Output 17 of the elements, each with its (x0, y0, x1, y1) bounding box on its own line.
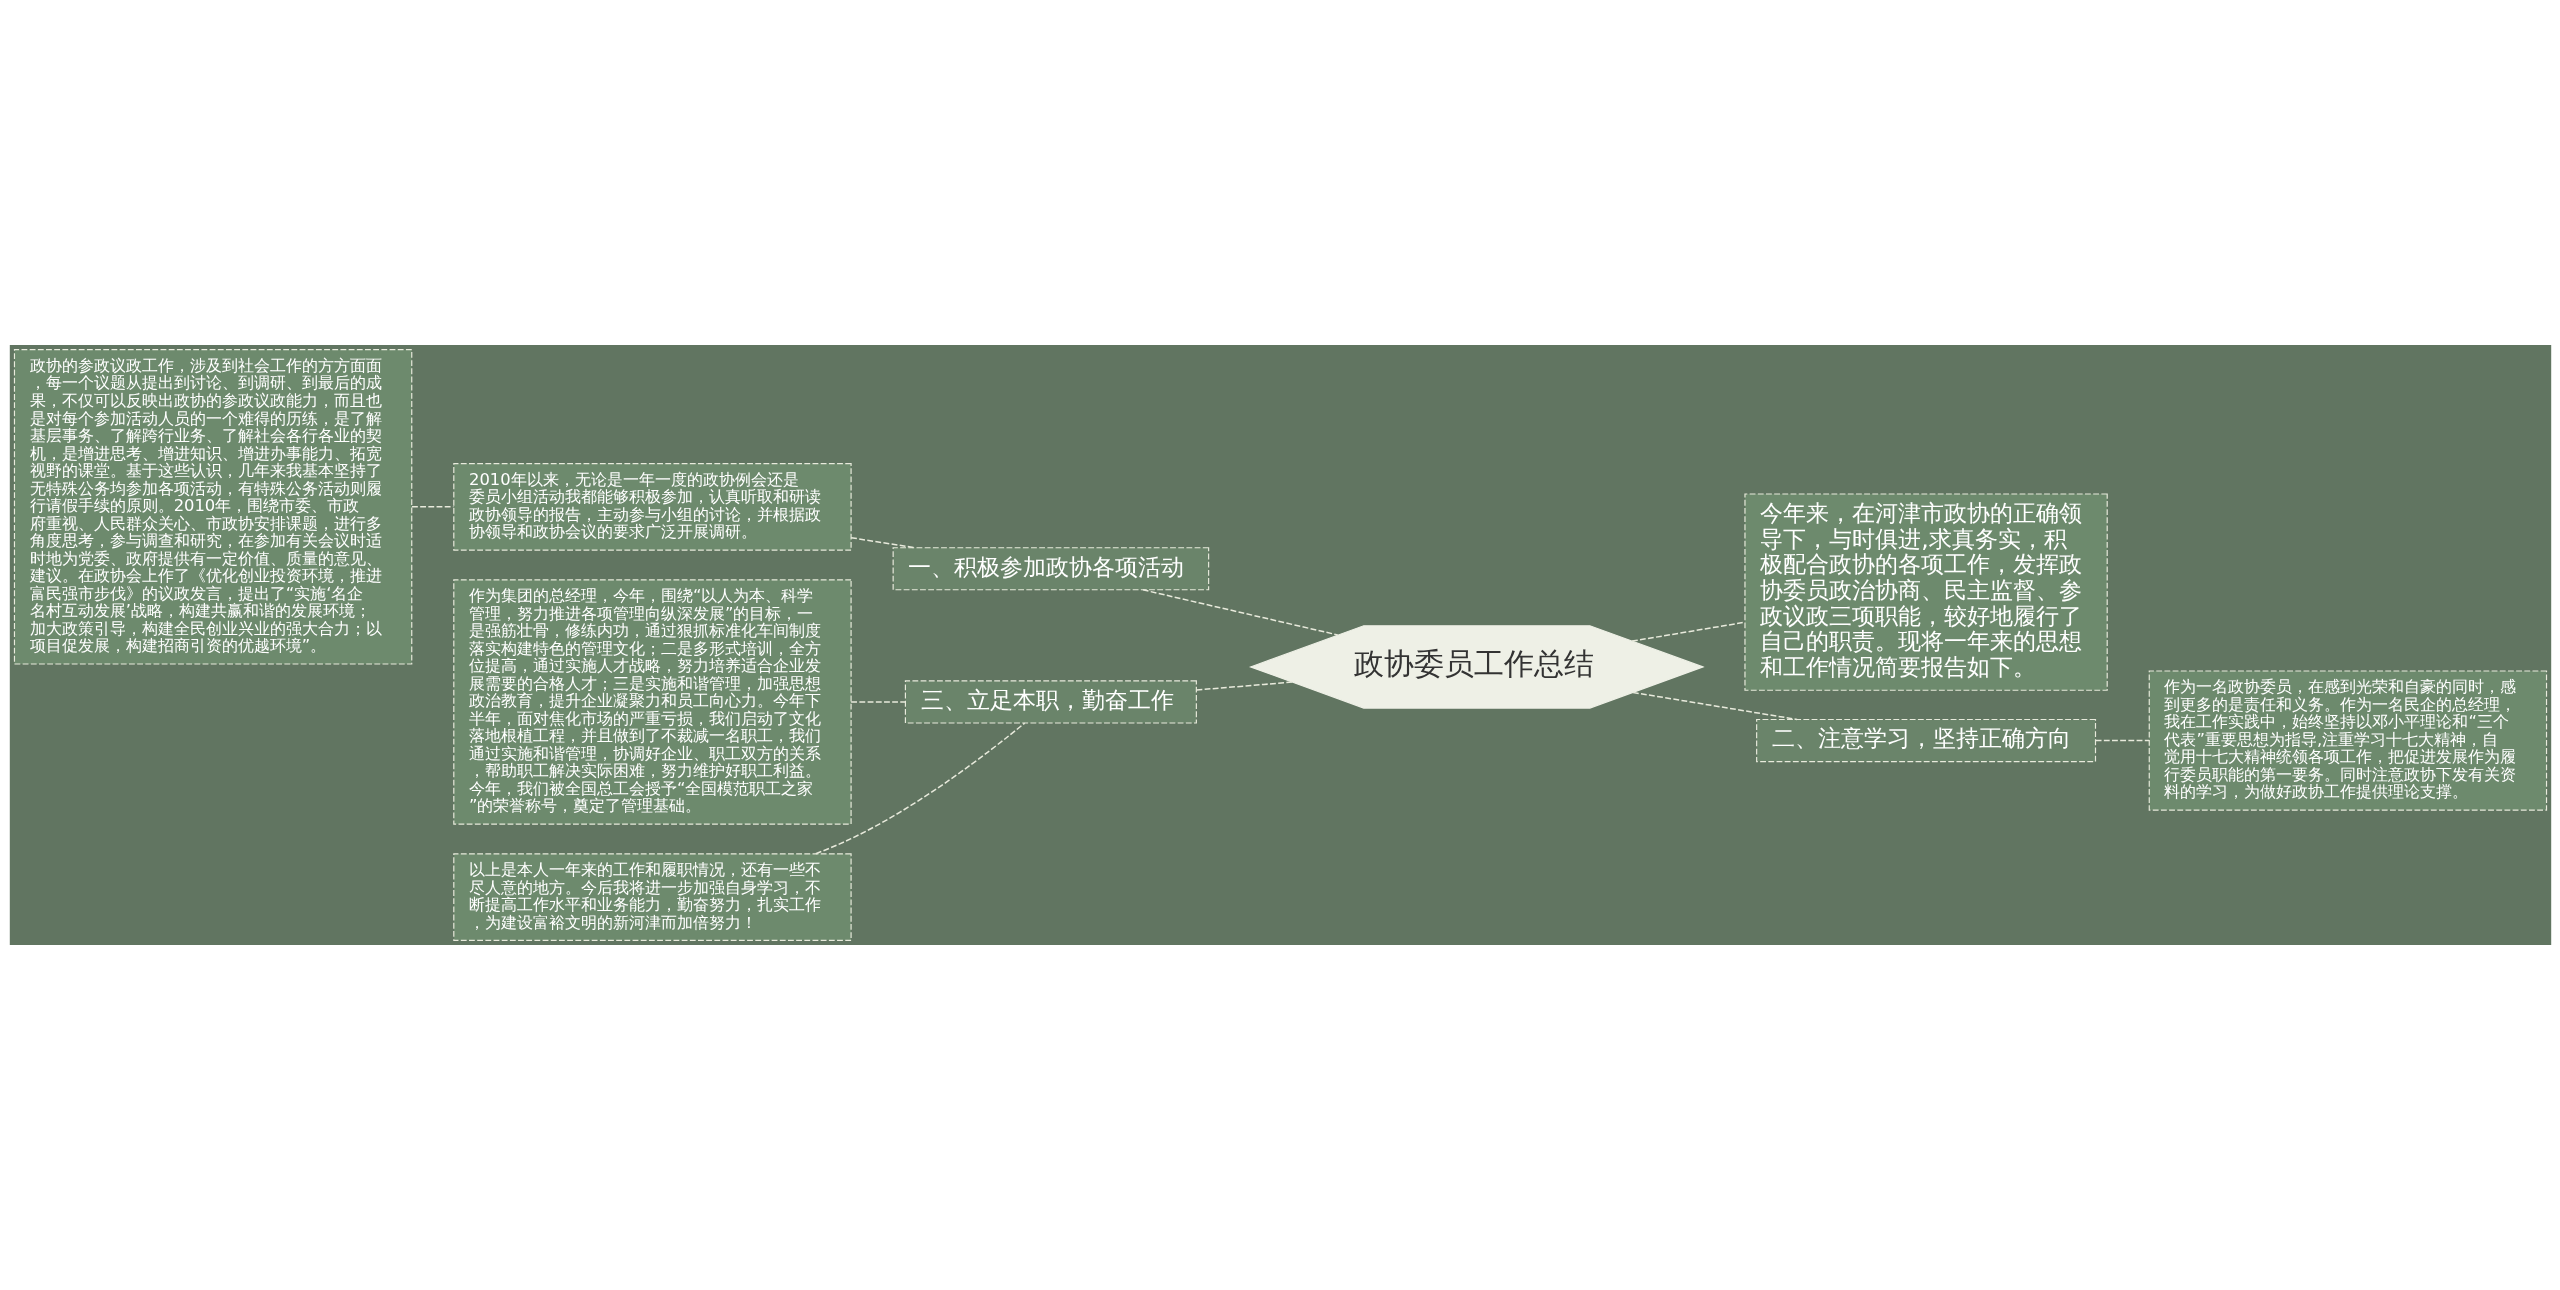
node-box: 作为一名政协委员，在感到光荣和自豪的同时，感到更多的是责任和义务。作为一名民企的总经理，我在工作实践中，始终坚持以邓小平理论和“三个代表”重要思想为指导,注重学习十七大精神，自觉用十七大精神统领各项工作，把促进发展作为履行委员职能的第一要务。同时注意政协下发有关资料的学习，为做好政协工作提供理论支撑。 (2148, 670, 2547, 811)
node-box: 今年来，在河津市政协的正确领导下，与时俱进,求真务实，积极配合政协的各项工作，发挥政协委员政治协商、民主监督、参政议政三项职能，较好地履行了自己的职责。现将一年来的思想和工作情况简要报告如下。 (1743, 493, 2108, 691)
node-box: 以上是本人一年来的工作和履职情况，还有一些不尽人意的地方。今后我将进一步加强自身学习，不断提高工作水平和业务能力，勤奋努力，扎实工作，为建设富裕文明的新河津而加倍努力！ (452, 853, 852, 941)
connector (849, 701, 906, 703)
node-box: 作为集团的总经理，今年，围绕“以人为本、科学管理，努力推进各项管理向纵深发展”的目标，一是强筋壮骨，修练内功，通过狠抓标准化车间制度落实构建特色的管理文化；二是多形式培训，全方位提高，通过实施人才战略，努力培养适合企业发展需要的合格人才；三是实施和谐管理，加强思想政治教育，提升企业凝聚力和员工向心力。今年下半年，面对焦化市场的严重亏损，我们启动了文化落地根植工程，并且做到了不裁减一名职工，我们通过实施和谐管理，协调好企业、职工双方的关系，帮助职工解决实际困难，努力维护好职工利益。今年，我们被全国总工会授予“全国模范职工之家”的荣誉称号，奠定了管理基础。 (452, 579, 852, 825)
connector (410, 506, 454, 508)
node-box: 一、积极参加政协各项活动 (892, 547, 1209, 591)
connector (2094, 739, 2150, 742)
connector (1195, 681, 1293, 691)
node-box: 2010年以来，无论是一年一度的政协例会还是委员小组活动我都能够积极参加，认真听取和研读政协领导的报告，主动参与小组的讨论，并根据政协领导和政协会议的要求广泛开展调研。 (452, 463, 852, 551)
node-box: 政协的参政议政工作，涉及到社会工作的方方面面，每一个议题从提出到讨论、到调研、到最后的成果，不仅可以反映出政协的参政议政能力，而且也是对每个参加活动人员的一个难得的历练，是了解基层事务、了解跨行业务、了解社会各行各业的契机，是增进思考、增进知识、增进办事能力、拓宽视野的课堂。基于这些认识，几年来我基本坚持了无特殊公务均参加各项活动，有特殊公务活动则履行请假手续的原则。2010年，围绕市委、市政府重视、人民群众关心、市政协安排课题，进行多角度思考，参与调查和研究，在参加有关会议时适时地为党委、政府提供有一定价值、质量的意见、建议。在政协会上作了《优化创业投资环境，推进富民强市步伐》的议政发言，提出了“实施‘名企名村互动发展’战略，构建共赢和谐的发展环境；加大政策引导，构建全民创业兴业的强大合力；以项目促发展，构建招商引资的优越环境”。 (13, 349, 412, 665)
connector (1141, 589, 1339, 636)
connector (1631, 691, 1798, 721)
node-box: 二、注意学习，坚持正确方向 (1755, 718, 2096, 763)
connector (849, 536, 916, 549)
node-box: 三、立足本职，勤奋工作 (904, 680, 1197, 724)
connector (1630, 621, 1746, 642)
